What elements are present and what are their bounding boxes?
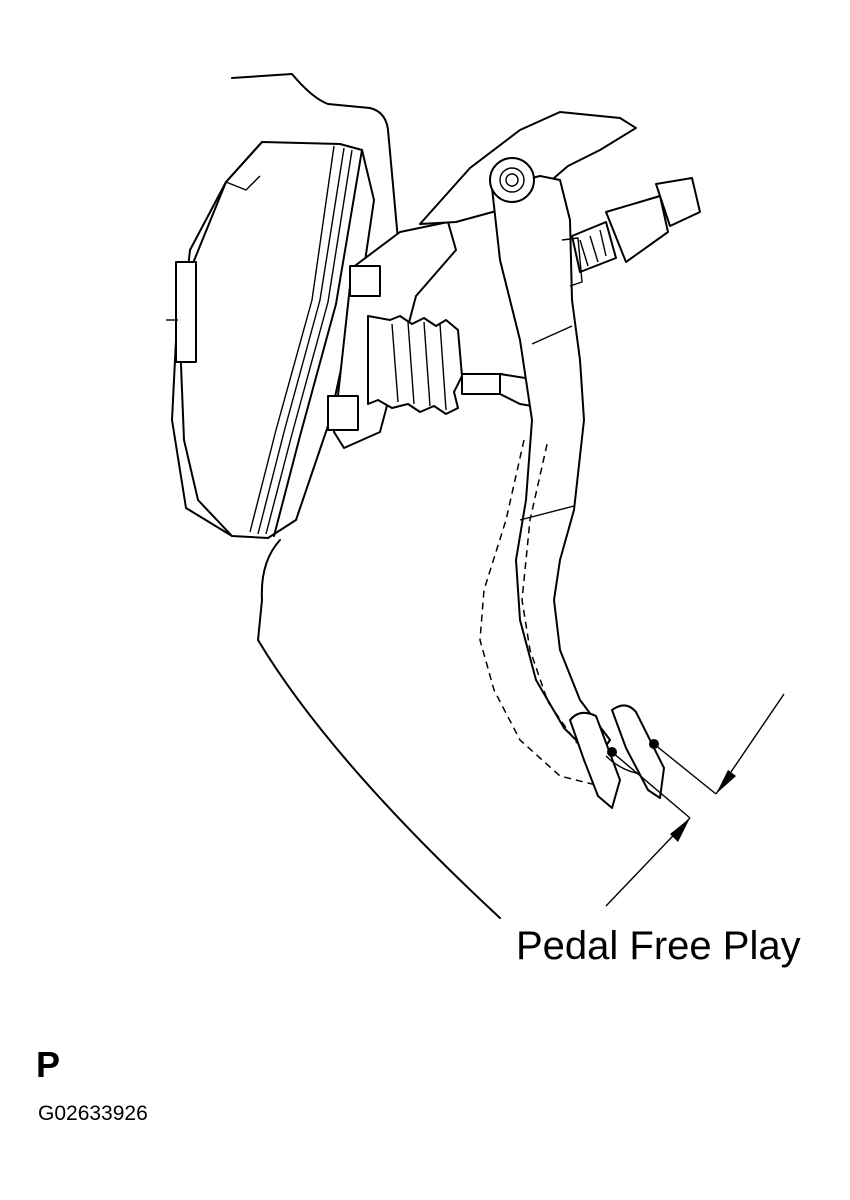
view-mark: P (36, 1044, 61, 1085)
free-play-dimension (605, 693, 785, 907)
pedal-free-play-label: Pedal Free Play (516, 924, 801, 968)
stop-lamp-switch (561, 177, 701, 287)
brake-booster (166, 141, 375, 539)
pedal-pad (569, 704, 665, 809)
pedal-arm (489, 157, 611, 761)
firewall-outline (231, 73, 501, 919)
figure-id: G02633926 (38, 1102, 148, 1125)
